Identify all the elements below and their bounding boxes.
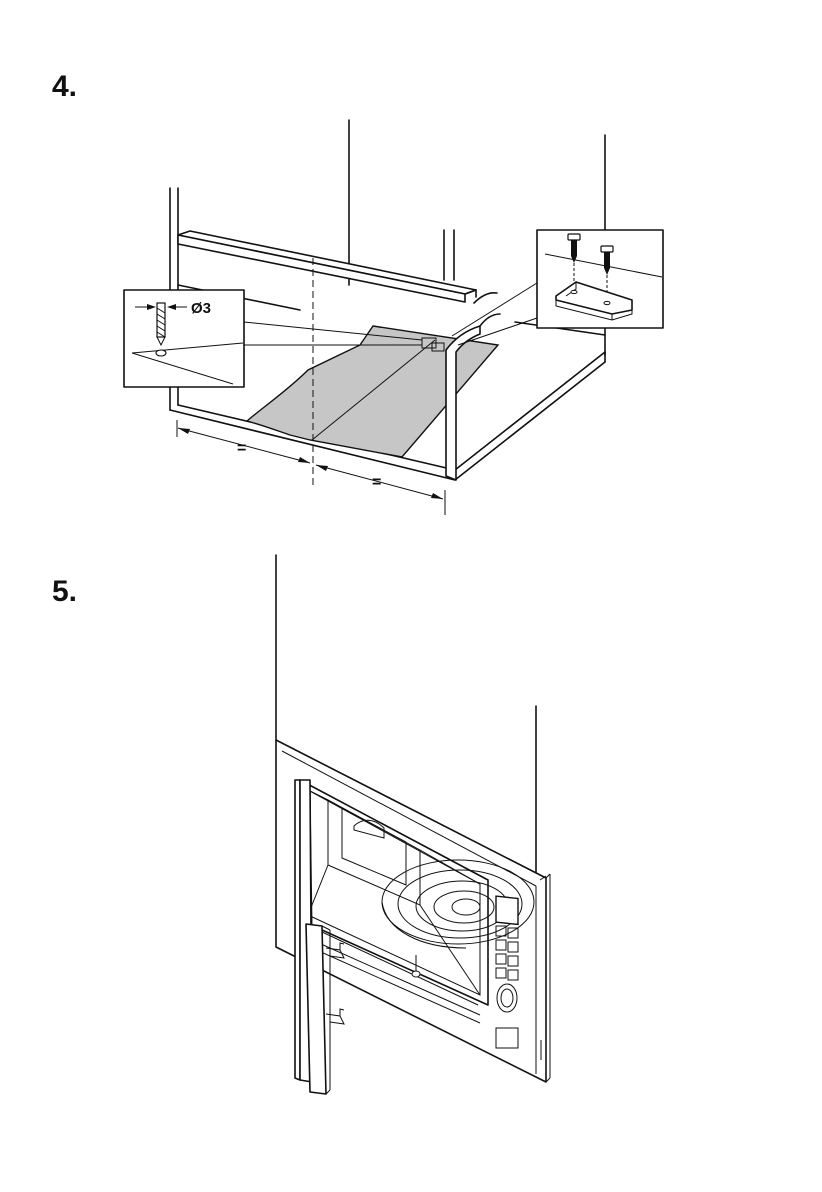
- drill-diameter-label: Ø3: [191, 300, 211, 317]
- display-window: [496, 896, 518, 924]
- equal-left-label: =: [237, 440, 246, 457]
- step-4-illustration: = = Ø3: [124, 120, 663, 515]
- equal-right-label: =: [372, 474, 381, 491]
- door-hinge: [326, 1009, 344, 1024]
- step-5-illustration: [276, 555, 550, 1094]
- drill-callout-box: [124, 290, 244, 387]
- bracket-callout-box: [537, 230, 663, 328]
